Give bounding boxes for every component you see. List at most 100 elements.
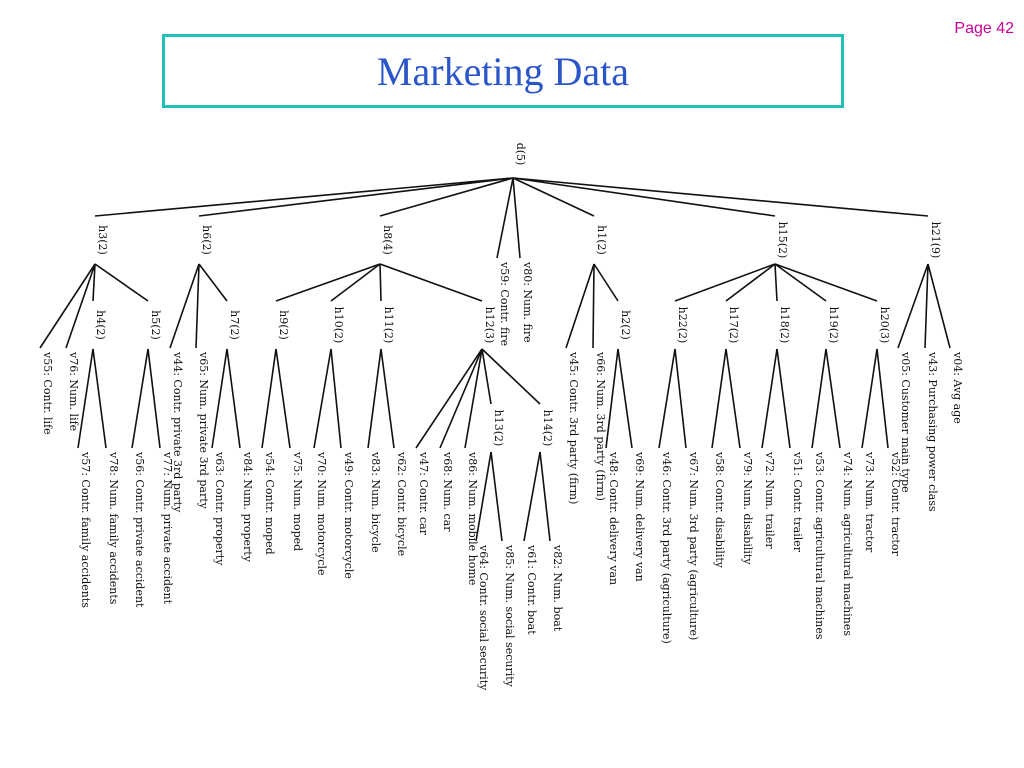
- tree-node-h17: h17(2): [727, 307, 740, 344]
- edge-h8-h9: [275, 263, 381, 302]
- edge-h13-v64: [475, 451, 492, 542]
- tree-leaf-v43: v43: Purchasing power class: [926, 351, 939, 512]
- edge-h3-v76: [65, 263, 96, 349]
- tree-leaf-v52: v52: Contr. tractor: [889, 451, 902, 556]
- edge-h14-v82: [539, 451, 551, 542]
- tree-node-h5: h5(2): [149, 310, 162, 340]
- tree-leaf-v70: v70: Num. motorcycle: [315, 451, 328, 575]
- edge-h12-h13: [481, 348, 492, 405]
- tree-leaf-v45: v45: Contr. 3rd party (firm): [567, 351, 580, 504]
- tree-leaf-v73: v73: Num. tractor: [863, 451, 876, 553]
- tree-node-h1: h1(2): [595, 225, 608, 255]
- edge-h4-v57: [77, 348, 94, 449]
- tree-leaf-v85: v85: Num. social security: [503, 544, 516, 688]
- tree-node-h7: h7(2): [228, 310, 241, 340]
- tree-leaf-v61: v61: Contr. boat: [525, 544, 538, 635]
- edge-h15-h20: [774, 263, 878, 302]
- tree-leaf-v68: v68: Num. car: [441, 451, 454, 532]
- edge-h7-v63: [211, 348, 228, 449]
- tree-leaf-v64: v64: Contr. social security: [477, 544, 490, 691]
- tree-node-h11: h11(2): [382, 307, 395, 344]
- tree-node-h6: h6(2): [200, 225, 213, 255]
- edge-h3-v55: [39, 263, 96, 349]
- edge-root-h8: [379, 177, 514, 217]
- edge-root-v59: [496, 177, 514, 259]
- edge-root-h21: [512, 177, 929, 217]
- edge-h2-v69: [617, 348, 633, 449]
- tree-leaf-v75: v75: Num. moped: [291, 451, 304, 551]
- tree-leaf-v83: v83: Num. bicycle: [369, 451, 382, 553]
- edge-h15-h18: [774, 263, 778, 302]
- tree-node-h3: h3(2): [96, 225, 109, 255]
- tree-leaf-v69: v69: Num. delivery van: [633, 451, 646, 582]
- tree-leaf-v84: v84: Num. property: [241, 451, 254, 563]
- edge-h6-v44: [169, 263, 200, 349]
- tree-node-h9: h9(2): [277, 310, 290, 340]
- tree-leaf-v77: v77: Num. private accident: [161, 451, 174, 605]
- edge-h8-h11: [379, 263, 382, 302]
- edge-h10-v49: [330, 348, 342, 449]
- tree-node-h12: h12(3): [483, 307, 496, 344]
- tree-leaf-v49: v49: Contr. motorcycle: [342, 451, 355, 579]
- edge-h11-v62: [380, 348, 395, 449]
- tree-leaf-v72: v72: Num. trailer: [763, 451, 776, 549]
- tree-leaf-v66: v66: Num. 3rd party (firm): [594, 351, 607, 501]
- tree-leaf-v78: v78: Num. family accidents: [107, 451, 120, 605]
- edge-h11-v83: [367, 348, 382, 449]
- tree-leaf-v46: v46: Contr. 3rd party (agriculture): [660, 451, 673, 644]
- tree-leaf-v53: v53: Contr. agricultural machines: [813, 451, 826, 640]
- edge-h12-v68: [439, 348, 483, 449]
- tree-node-h20: h20(3): [878, 307, 891, 344]
- tree-leaf-v65: v65: Num. private 3rd party: [197, 351, 210, 510]
- edge-h1-v45: [565, 263, 595, 349]
- edge-h9-v54: [261, 348, 277, 449]
- edge-h18-v51: [776, 348, 791, 449]
- tree-node-h22: h22(2): [676, 307, 689, 344]
- title-frame: Marketing Data: [162, 34, 844, 108]
- tree-node-h18: h18(2): [778, 307, 791, 344]
- edge-h6-v65: [195, 263, 200, 349]
- tree-node-h14: h14(2): [541, 410, 554, 447]
- slide-title: Marketing Data: [376, 48, 630, 94]
- tree-node-h15: h15(2): [776, 222, 789, 259]
- tree-leaf-v67: v67: Num. 3rd party (agriculture): [687, 451, 700, 640]
- tree-leaf-v59: v59: Contr. fire: [498, 261, 511, 346]
- edge-h21-v04: [927, 263, 951, 349]
- page-number: Page 42: [954, 20, 1014, 37]
- tree-leaf-v56: v56: Contr. private accident: [133, 451, 146, 608]
- tree-leaf-v79: v79: Num. disability: [741, 451, 754, 565]
- tree-leaf-v47: v47: Contr. car: [417, 451, 430, 536]
- edge-h15-h17: [725, 263, 776, 302]
- edge-h7-v84: [226, 348, 241, 449]
- edge-h10-v70: [313, 348, 332, 449]
- edge-h15-h22: [674, 263, 776, 302]
- edge-h4-v78: [92, 348, 107, 449]
- edge-h18-v72: [761, 348, 778, 449]
- edge-h17-v58: [711, 348, 727, 449]
- tree-node-h2: h2(2): [619, 310, 632, 340]
- tree-node-h8: h8(4): [381, 225, 394, 255]
- tree-leaf-v80: v80: Num. fire: [521, 261, 534, 343]
- edge-h22-v67: [674, 348, 687, 449]
- edge-h12-v86: [464, 348, 483, 449]
- tree-leaf-v82: v82: Num. boat: [551, 544, 564, 632]
- tree-node-h4: h4(2): [94, 310, 107, 340]
- edge-h12-h14: [481, 348, 541, 405]
- edge-h1-v66: [592, 263, 595, 349]
- tree-leaf-v76: v76: Num. life: [67, 351, 80, 431]
- edge-h5-v56: [131, 348, 149, 449]
- tree-leaf-v51: v51: Contr. trailer: [791, 451, 804, 553]
- tree-leaf-v74: v74: Num. agricultural machines: [841, 451, 854, 636]
- edge-h3-h5: [94, 263, 149, 302]
- edge-h20-v73: [861, 348, 878, 449]
- edge-h19-v74: [825, 348, 841, 449]
- tree-leaf-v55: v55: Contr. life: [41, 351, 54, 435]
- edge-root-v80: [512, 177, 521, 259]
- edge-h20-v52: [876, 348, 889, 449]
- edge-h8-h12: [379, 263, 483, 302]
- tree-node-root: d(5): [514, 143, 527, 166]
- edge-root-h1: [512, 177, 595, 217]
- edge-h3-h4: [92, 263, 96, 302]
